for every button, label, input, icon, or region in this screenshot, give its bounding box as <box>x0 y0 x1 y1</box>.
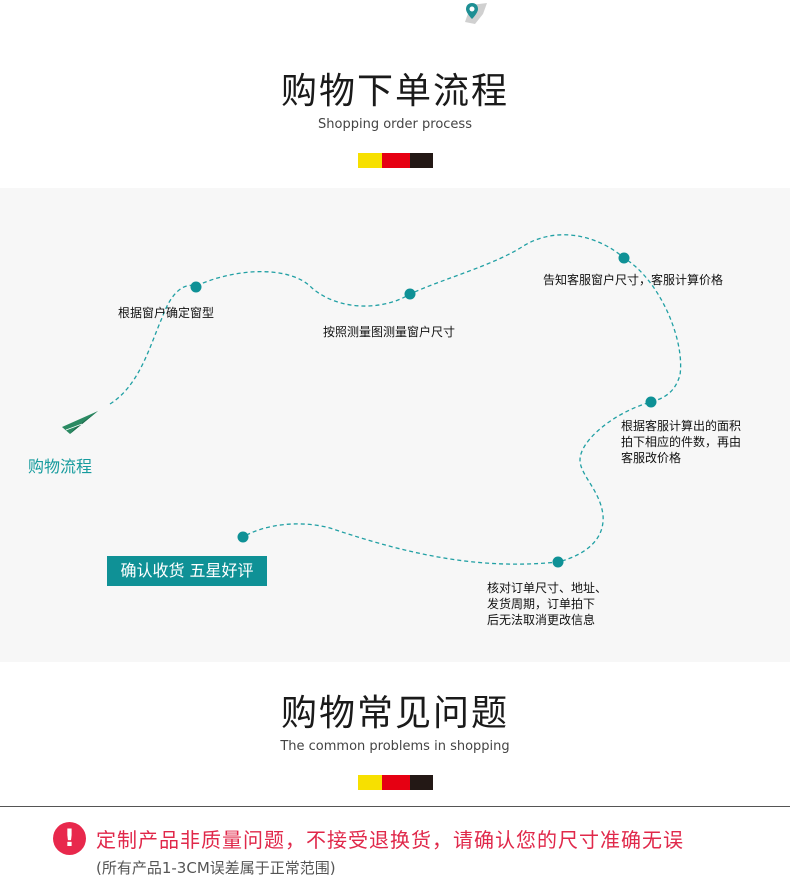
notice-sub-text: (所有产品1-3CM误差属于正常范围) <box>96 859 336 877</box>
color-bar-yellow <box>358 153 382 168</box>
flow-step-text: 按照测量图测量窗户尺寸 <box>323 325 456 339</box>
color-bar-yellow <box>358 775 382 790</box>
section-subtitle-common-problems: The common problems in shopping <box>280 739 510 754</box>
flow-step-text: 核对订单尺寸、地址、 <box>487 581 608 595</box>
flow-step-text: 根据窗户确定窗型 <box>118 306 215 320</box>
color-bar <box>358 775 433 790</box>
flow-step-dot <box>404 288 416 300</box>
flow-step-2: 按照测量图测量窗户尺寸 <box>323 324 455 340</box>
flow-step-dot <box>237 531 249 543</box>
flow-step-text: 根据客服计算出的面积 <box>621 419 742 433</box>
flow-step-dot <box>552 556 564 568</box>
flow-step-1: 根据窗户确定窗型 <box>118 305 214 321</box>
flow-step-text: 后无法取消更改信息 <box>487 613 596 627</box>
flow-label: 购物流程 <box>28 457 93 476</box>
map-pin-icon <box>465 3 487 24</box>
confirm-receipt-badge: 确认收货 五星好评 <box>107 556 267 586</box>
flow-step-dot <box>618 252 630 264</box>
section-subtitle-order-process: Shopping order process <box>318 117 472 132</box>
flow-step-text: 客服改价格 <box>621 451 682 465</box>
divider <box>0 806 790 807</box>
flow-step-4: 根据客服计算出的面积 拍下相应的件数，再由 客服改价格 <box>621 418 741 466</box>
flow-step-text: 发货周期，订单拍下 <box>487 597 596 611</box>
color-bar-red <box>382 775 410 790</box>
notice-main-text: 定制产品非质量问题，不接受退换货，请确认您的尺寸准确无误 <box>96 828 684 852</box>
color-bar <box>358 153 433 168</box>
flow-step-dot <box>645 396 657 408</box>
exclamation-icon: ! <box>53 822 86 855</box>
flow-step-3: 告知客服窗户尺寸，客服计算价格 <box>543 272 723 288</box>
paper-plane-icon <box>62 411 98 434</box>
flow-dashed-path <box>109 234 682 565</box>
flow-step-text: 拍下相应的件数，再由 <box>621 435 742 449</box>
color-bar-black <box>410 775 433 790</box>
flow-step-text: 告知客服窗户尺寸，客服计算价格 <box>543 273 724 287</box>
section-title-common-problems: 购物常见问题 <box>280 693 509 734</box>
section-title-order-process: 购物下单流程 <box>280 71 509 112</box>
flow-step-dot <box>190 281 202 293</box>
color-bar-black <box>410 153 433 168</box>
flow-step-5: 核对订单尺寸、地址、 发货周期，订单拍下 后无法取消更改信息 <box>487 580 607 628</box>
color-bar-red <box>382 153 410 168</box>
